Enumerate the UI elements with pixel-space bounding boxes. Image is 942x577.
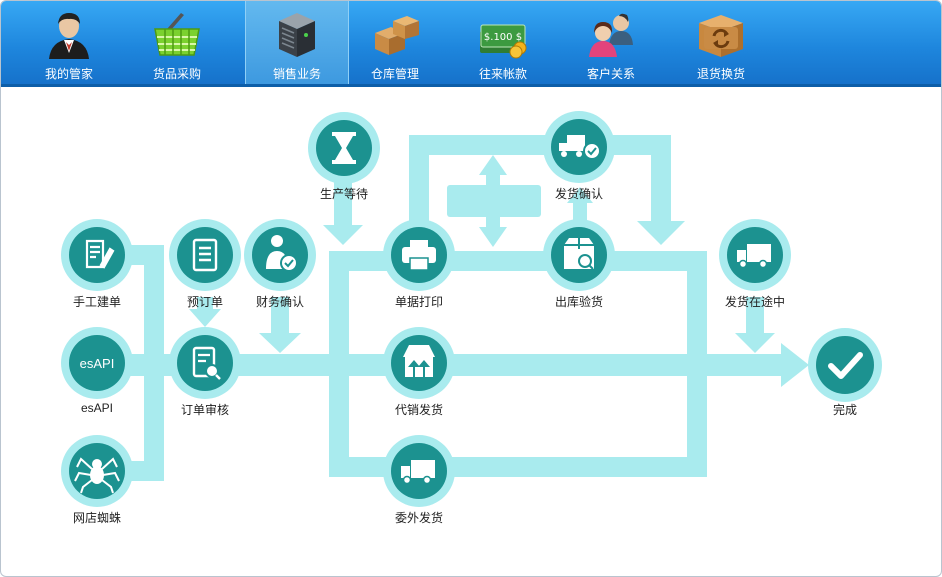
node-production-wait[interactable] [308, 112, 380, 184]
flow-arrow [259, 297, 301, 353]
flow-arrow [323, 173, 363, 245]
node-label-esapi: esAPI [80, 401, 113, 415]
flow-arrow [637, 221, 685, 245]
node-label-order-review: 订单审核 [180, 403, 229, 417]
node-label-production-wait: 生产等待 [319, 187, 368, 201]
node-label-manual-order: 手工建单 [72, 295, 121, 309]
money-bills-icon: $.100 $ [480, 24, 527, 59]
nav-label: 销售业务 [272, 67, 321, 81]
node-consign-ship[interactable] [383, 327, 455, 399]
nav-label: 我的管家 [44, 67, 93, 81]
shopping-basket-icon [154, 13, 200, 56]
flow-arrow [189, 297, 221, 327]
flow-line [329, 251, 349, 477]
flow-arrow [479, 227, 507, 247]
truck-check-icon [559, 135, 601, 160]
box-search-icon [564, 238, 594, 270]
flow-line [687, 251, 707, 477]
flow-line [409, 135, 671, 155]
node-outbound-inspect[interactable] [543, 219, 615, 291]
node-order-review[interactable] [169, 327, 241, 399]
nav-label: 客户关系 [586, 67, 635, 81]
flow-line [651, 135, 671, 227]
return-box-icon [699, 15, 743, 57]
node-web-spider[interactable] [61, 435, 133, 507]
node-outsource-ship[interactable] [383, 435, 455, 507]
top-navigation-bar: 我的管家 货品采购 销售业务 [1, 1, 941, 87]
customers-group-icon [589, 13, 633, 57]
node-label-finance-confirm: 财务确认 [255, 295, 304, 309]
document-pen-icon [85, 239, 115, 269]
node-print-docs[interactable] [383, 219, 455, 291]
node-label-in-transit: 发货在途中 [724, 295, 785, 309]
list-document-icon [192, 238, 218, 272]
nav-item-purchase[interactable]: 货品采购 [125, 1, 229, 87]
node-finance-confirm[interactable] [244, 219, 316, 291]
nav-item-returns[interactable]: 退货换货 [669, 1, 773, 87]
server-rack-icon [279, 13, 315, 57]
node-done[interactable] [808, 328, 882, 402]
nav-label: 仓库管理 [370, 67, 419, 81]
node-ship-confirm[interactable] [543, 111, 615, 183]
truck-icon [401, 460, 435, 485]
flow-arrow-to-done [781, 343, 809, 387]
nav-label: 往来帐款 [478, 67, 527, 81]
spider-icon [74, 457, 120, 494]
node-label-web-spider: 网店蜘蛛 [72, 511, 121, 525]
user-check-icon [266, 235, 298, 272]
node-label-consign-ship: 代销发货 [394, 403, 443, 417]
printer-icon [402, 240, 436, 271]
flow-arrow [479, 155, 507, 175]
nav-item-warehouse[interactable]: 仓库管理 [343, 1, 447, 87]
store-arrows-icon [403, 345, 435, 377]
flow-blank-box [447, 185, 541, 217]
nav-item-sales[interactable]: 销售业务 [245, 1, 349, 87]
node-in-transit[interactable] [719, 219, 791, 291]
node-pre-order[interactable] [169, 219, 241, 291]
node-label-outsource-ship: 委外发货 [394, 511, 443, 525]
node-label-print-docs: 单据打印 [394, 295, 443, 309]
svg-text:$.100 $: $.100 $ [484, 32, 522, 43]
flow-connectors: esAPI [61, 111, 882, 507]
node-manual-order[interactable] [61, 219, 133, 291]
sales-flow-diagram: esAPI [1, 87, 941, 576]
nav-label: 退货换货 [696, 67, 745, 81]
flow-arrow [735, 297, 775, 353]
node-label-done: 完成 [832, 403, 857, 417]
node-label-outbound-inspect: 出库验货 [554, 295, 603, 309]
node-label-pre-order: 预订单 [186, 295, 223, 309]
checkmark-icon [828, 352, 863, 379]
document-search-icon [192, 346, 221, 380]
node-label-ship-confirm: 发货确认 [554, 187, 603, 201]
nav-item-accounts[interactable]: $.100 $ 往来帐款 [451, 1, 555, 87]
esapi-icon-text: esAPI [80, 356, 115, 371]
nav-item-customers[interactable]: 客户关系 [559, 1, 663, 87]
truck-icon [737, 244, 771, 269]
butler-avatar-icon [49, 13, 89, 59]
nav-label: 货品采购 [152, 67, 201, 81]
node-esapi[interactable]: esAPI [61, 327, 133, 399]
cardboard-boxes-icon [375, 16, 419, 55]
nav-item-my-butler[interactable]: 我的管家 [17, 1, 121, 87]
flow-arrow [567, 187, 593, 203]
hourglass-icon [332, 132, 356, 164]
